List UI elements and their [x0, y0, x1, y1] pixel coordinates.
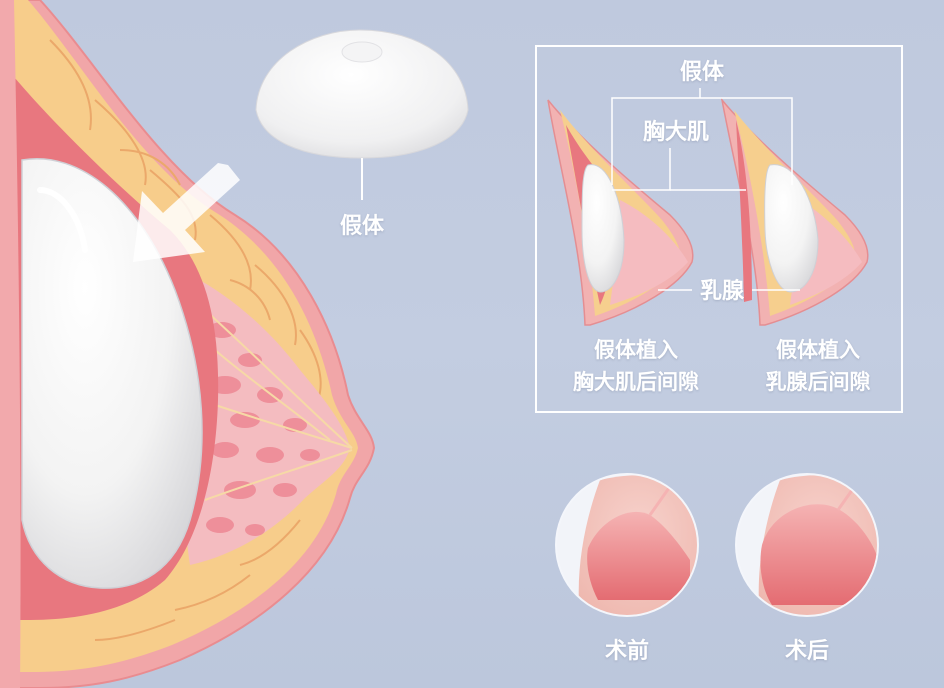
gland-ducts [199, 309, 353, 501]
insertion-arrow-icon [133, 163, 240, 262]
implant-under-muscle [21, 158, 203, 589]
before-label: 术前 [604, 639, 650, 664]
panel-frame [535, 45, 903, 413]
implant-product [255, 29, 469, 200]
panel-leader-lines [611, 88, 800, 291]
panel-implant-label: 假体 [679, 60, 725, 85]
implant-label: 假体 [339, 214, 385, 239]
implant-highlight [37, 187, 88, 253]
option-left-line1: 假体植入 [594, 338, 678, 362]
breast-cross-section [0, 0, 376, 688]
after-thumbnail [735, 473, 879, 617]
chest-wall [0, 0, 21, 688]
panel-muscle-label: 胸大肌 [642, 120, 710, 145]
fat-lobules [49, 39, 322, 641]
option-right-line1: 假体植入 [776, 338, 860, 362]
option-left-line2: 胸大肌后间隙 [573, 370, 699, 394]
bra-before [587, 511, 690, 600]
before-thumbnail [555, 473, 699, 617]
comparison-panel [535, 45, 903, 413]
after-label: 术后 [784, 639, 830, 664]
mini-diagram-submuscular [547, 99, 694, 326]
option-right-line2: 乳腺后间隙 [765, 370, 871, 394]
panel-gland-label: 乳腺 [699, 279, 745, 304]
bra-after [760, 504, 877, 605]
implant-dome [255, 29, 469, 159]
gland-lobules [206, 322, 320, 536]
mini-diagram-subglandular [720, 97, 869, 326]
